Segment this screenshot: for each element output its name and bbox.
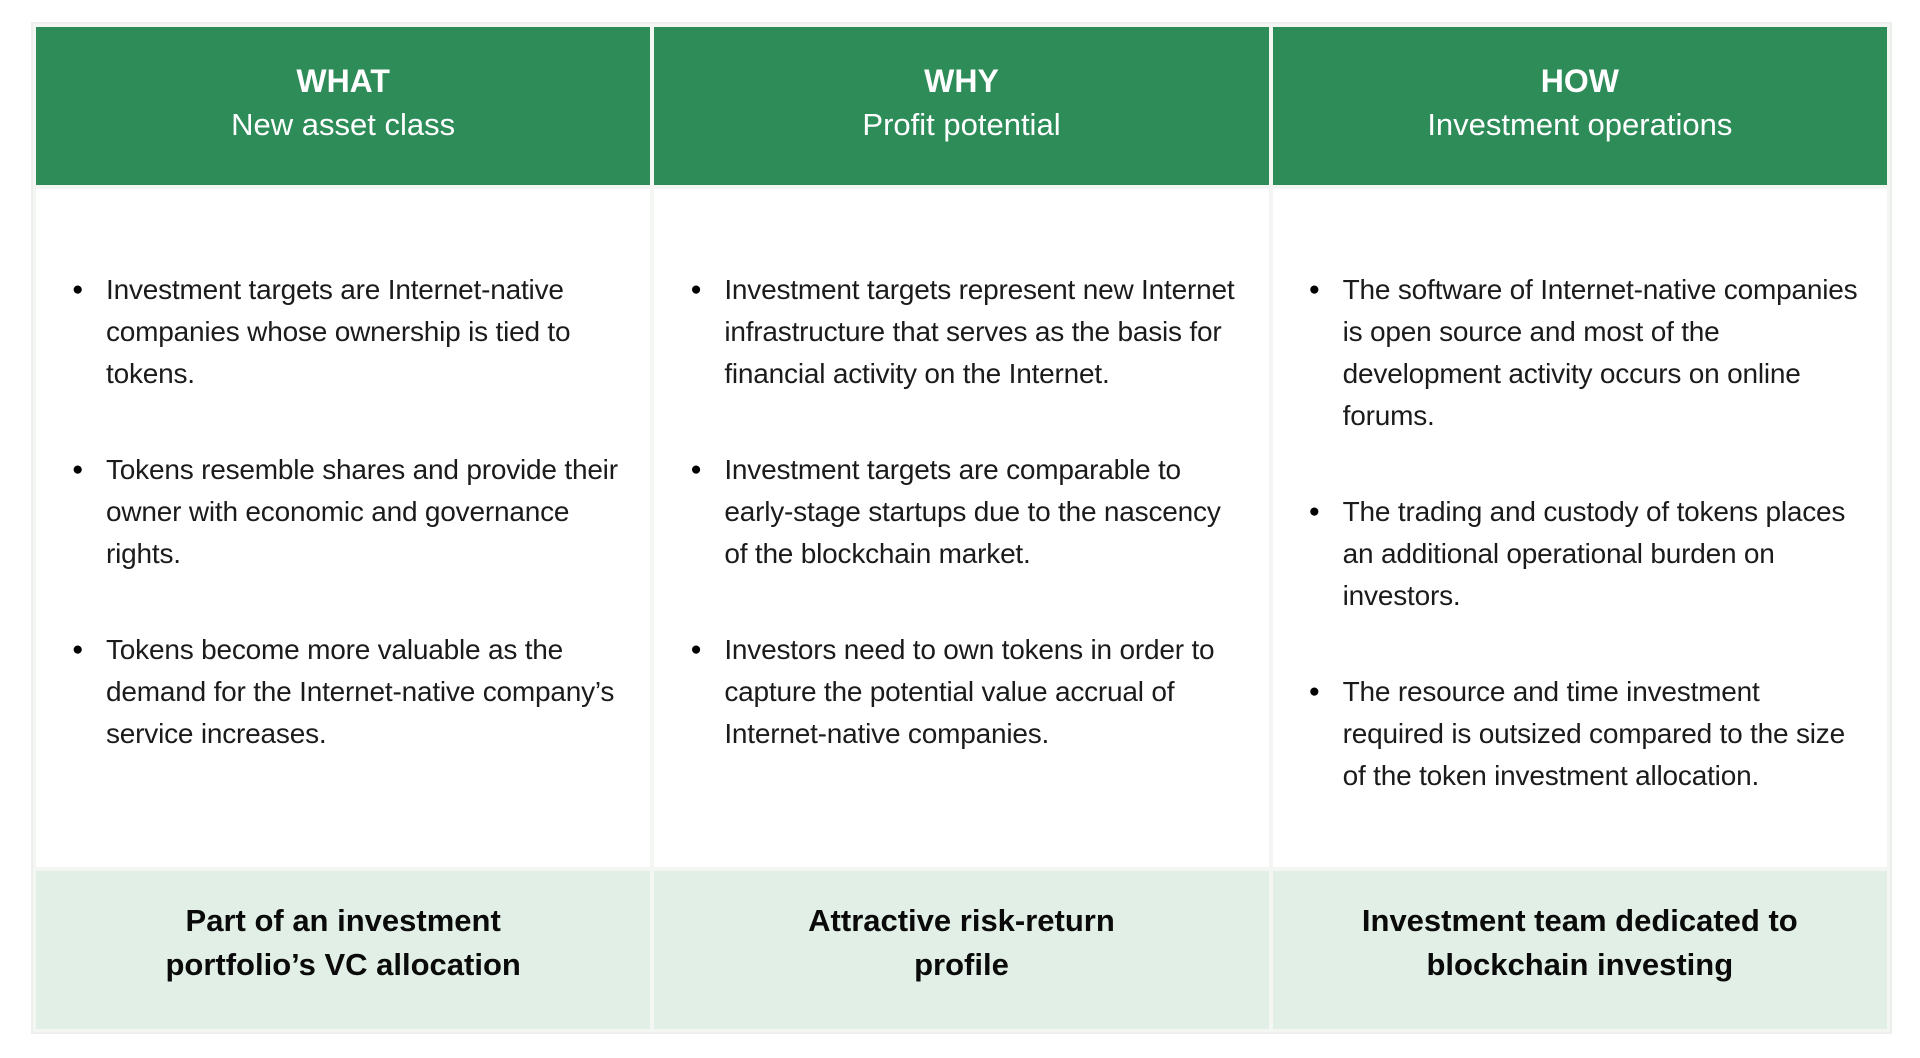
bullet-item: ● Investors need to own tokens in order … bbox=[690, 629, 1240, 755]
bullet-dot-icon: ● bbox=[72, 459, 84, 480]
bullet-item: ● Tokens resemble shares and provide the… bbox=[72, 449, 622, 575]
bullet-item: ● Tokens become more valuable as the dem… bbox=[72, 629, 622, 755]
bullet-text: The software of Internet-native companie… bbox=[1342, 274, 1858, 431]
body-cell-what: ● Investment targets are Internet-native… bbox=[36, 189, 651, 867]
bullet-item: ● Investment targets are comparable to e… bbox=[690, 449, 1240, 575]
bullet-dot-icon: ● bbox=[72, 639, 84, 660]
bullet-dot-icon: ● bbox=[1308, 681, 1321, 702]
bullet-text: The trading and custody of tokens places… bbox=[1342, 496, 1846, 611]
bullet-item: ● The resource and time investment requi… bbox=[1309, 671, 1859, 797]
bullet-text: Tokens become more valuable as the deman… bbox=[106, 634, 615, 749]
header-title: WHAT bbox=[296, 63, 390, 99]
footer-cell-what: Part of an investment portfolio’s VC all… bbox=[36, 871, 651, 1029]
bullet-item: ● The software of Internet-native compan… bbox=[1309, 269, 1859, 437]
column-header-why: WHY Profit potential bbox=[654, 27, 1269, 185]
column-header-what: WHAT New asset class bbox=[36, 27, 651, 185]
bullet-dot-icon: ● bbox=[690, 459, 702, 480]
bullet-dot-icon: ● bbox=[1308, 501, 1321, 522]
footer-cell-why: Attractive risk-return profile bbox=[654, 871, 1269, 1029]
footer-line: profile bbox=[914, 947, 1009, 982]
footer-line: blockchain investing bbox=[1426, 947, 1734, 982]
bullet-dot-icon: ● bbox=[690, 279, 702, 300]
bullet-dot-icon: ● bbox=[690, 639, 702, 660]
bullet-item: ● Investment targets represent new Inter… bbox=[690, 269, 1240, 395]
column-header-how: HOW Investment operations bbox=[1272, 27, 1887, 185]
header-subtitle: Profit potential bbox=[862, 107, 1061, 142]
bullet-text: The resource and time investment require… bbox=[1342, 676, 1845, 791]
bullet-text: Tokens resemble shares and provide their… bbox=[106, 454, 618, 569]
bullet-item: ● The trading and custody of tokens plac… bbox=[1309, 491, 1859, 617]
bullet-item: ● Investment targets are Internet-native… bbox=[72, 269, 622, 395]
footer-line: portfolio’s VC allocation bbox=[165, 947, 521, 982]
footer-line: Attractive risk-return bbox=[808, 903, 1115, 938]
bullet-text: Investment targets are Internet-native c… bbox=[106, 274, 571, 389]
body-cell-how: ● The software of Internet-native compan… bbox=[1272, 189, 1887, 867]
header-subtitle: New asset class bbox=[231, 107, 456, 142]
bullet-text: Investors need to own tokens in order to… bbox=[724, 634, 1215, 749]
bullet-text: Investment targets represent new Interne… bbox=[724, 274, 1235, 389]
body-cell-why: ● Investment targets represent new Inter… bbox=[654, 189, 1269, 867]
header-title: WHY bbox=[924, 63, 999, 99]
footer-line: Part of an investment bbox=[185, 903, 501, 938]
header-title: HOW bbox=[1540, 63, 1619, 99]
bullet-text: Investment targets are comparable to ear… bbox=[724, 454, 1221, 569]
header-subtitle: Investment operations bbox=[1427, 107, 1733, 142]
bullet-dot-icon: ● bbox=[72, 279, 84, 300]
comparison-table: WHAT New asset class WHY Profit potentia… bbox=[31, 22, 1892, 1034]
footer-cell-how: Investment team dedicated to blockchain … bbox=[1272, 871, 1887, 1029]
footer-line: Investment team dedicated to bbox=[1361, 903, 1798, 938]
bullet-dot-icon: ● bbox=[1308, 279, 1321, 300]
